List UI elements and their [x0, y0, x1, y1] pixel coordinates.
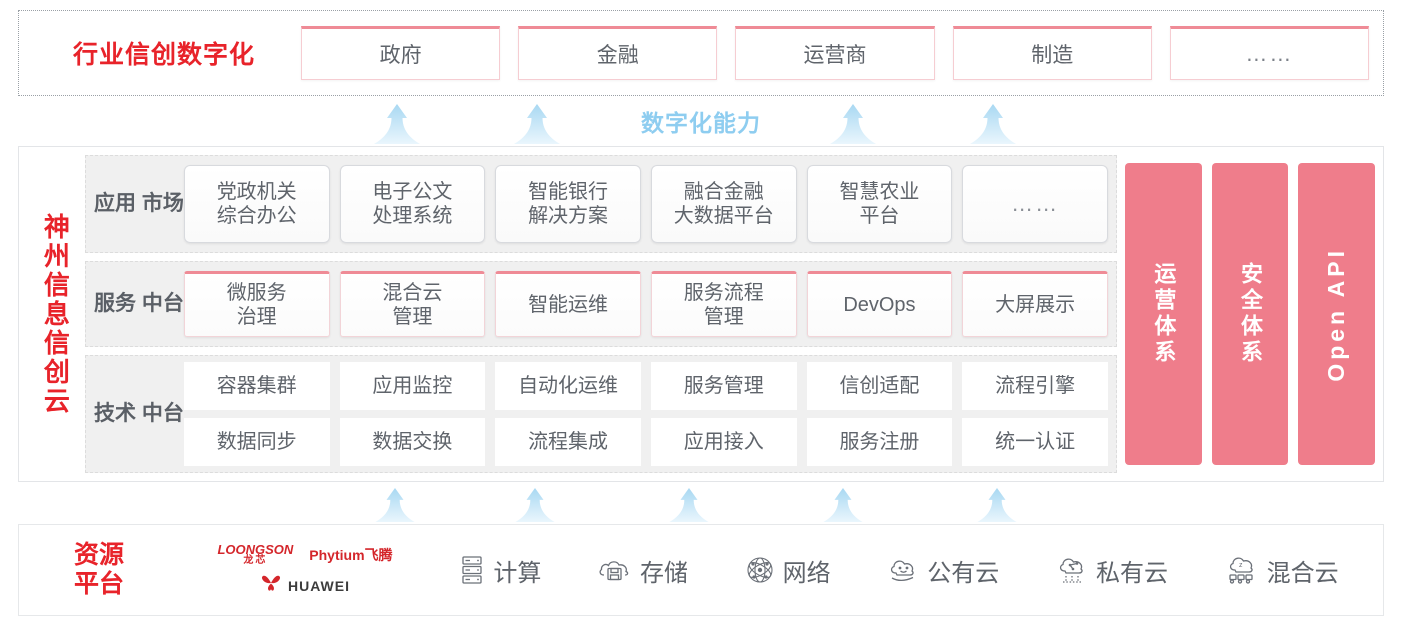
- cloud-layer-list: 应用 市场 党政机关 综合办公 电子公文 处理系统 智能银行 解决方案 融合金融…: [85, 155, 1117, 473]
- pillar-label-open-api: Open API: [1323, 246, 1350, 382]
- phytium-logo: Phytium飞腾: [309, 546, 393, 563]
- cloud-platform-panel: 神州信息信创云 应用 市场 党政机关 综合办公 电子公文 处理系统 智能银行 解…: [18, 146, 1384, 482]
- industry-card-more[interactable]: ……: [1169, 26, 1370, 80]
- resource-item-hybrid-cloud[interactable]: z 混合云: [1225, 553, 1339, 588]
- up-arrow-icon: [514, 104, 560, 144]
- pillar-label-operations: 运营体系: [1151, 262, 1177, 366]
- resource-item-private-cloud[interactable]: 私有云: [1056, 553, 1168, 588]
- capability-arrow-strip: 数字化能力: [18, 98, 1384, 144]
- industry-card-manufacturing[interactable]: 制造: [952, 26, 1152, 80]
- layer-label-app-market: 应用 市场: [94, 191, 184, 215]
- tech-card-container-cluster[interactable]: 容器集群: [183, 362, 330, 410]
- layer-label-tech-platform: 技术 中台: [94, 401, 184, 425]
- svg-text:z: z: [1239, 562, 1243, 569]
- resource-arrow-strip: [18, 484, 1384, 522]
- app-card-edoc-system[interactable]: 电子公文 处理系统: [339, 165, 486, 243]
- service-platform-card-list: 微服务 治理 混合云 管理 智能运维 服务流程 管理 DevOps 大屏展示: [183, 268, 1108, 340]
- tech-card-service-registry[interactable]: 服务注册: [806, 418, 953, 466]
- cloud-storage-icon: [598, 556, 632, 584]
- resource-item-label: 混合云: [1266, 559, 1339, 587]
- app-card-more[interactable]: ……: [962, 165, 1108, 243]
- app-card-smart-bank[interactable]: 智能银行 解决方案: [495, 165, 641, 243]
- huawei-logo-text: HUAWEI: [288, 577, 350, 594]
- resource-item-storage[interactable]: 存储: [598, 553, 688, 588]
- app-card-fintech-bigdata[interactable]: 融合金融 大数据平台: [650, 165, 797, 243]
- tech-card-app-monitoring[interactable]: 应用监控: [339, 362, 486, 410]
- layer-app-market: 应用 市场 党政机关 综合办公 电子公文 处理系统 智能银行 解决方案 融合金融…: [85, 155, 1117, 253]
- network-mesh-icon: [745, 555, 775, 585]
- tech-card-data-sync[interactable]: 数据同步: [183, 418, 330, 466]
- loongson-logo-subtext: 龙芯: [243, 555, 268, 566]
- pillar-open-api[interactable]: Open API: [1298, 163, 1376, 465]
- up-arrow-icon: [668, 488, 710, 522]
- tech-card-app-access[interactable]: 应用接入: [650, 418, 797, 466]
- tech-platform-row: 数据同步 数据交换 流程集成 应用接入 服务注册 统一认证: [183, 418, 1108, 466]
- cloud-pillar-list: 运营体系 安全体系 Open API: [1125, 155, 1376, 473]
- service-card-aiops[interactable]: 智能运维: [495, 271, 641, 337]
- industry-card-finance[interactable]: 金融: [518, 26, 718, 80]
- huawei-flower-icon: [260, 574, 282, 597]
- up-arrow-icon: [374, 488, 416, 522]
- layer-service-platform: 服务 中台 微服务 治理 混合云 管理 智能运维 服务流程 管理 DevOps …: [85, 261, 1117, 347]
- pillar-label-security: 安全体系: [1238, 262, 1263, 366]
- service-card-dashboard[interactable]: 大屏展示: [962, 271, 1108, 337]
- up-arrow-icon: [514, 488, 556, 522]
- industry-band-title: 行业信创数字化: [72, 41, 255, 69]
- service-card-hybrid-cloud-mgmt[interactable]: 混合云 管理: [339, 271, 486, 337]
- resource-item-label: 存储: [639, 559, 688, 587]
- tech-card-data-exchange[interactable]: 数据交换: [339, 418, 486, 466]
- resource-item-label: 公有云: [927, 559, 1000, 587]
- resource-item-network[interactable]: 网络: [745, 553, 831, 588]
- up-arrow-icon: [822, 488, 864, 522]
- layer-tech-platform: 技术 中台 容器集群 应用监控 自动化运维 服务管理 信创适配 流程引擎 数据同…: [85, 355, 1117, 473]
- service-card-service-process-mgmt[interactable]: 服务流程 管理: [650, 271, 797, 337]
- resource-platform-title: 资源 平台: [73, 540, 124, 599]
- resource-item-label: 网络: [782, 559, 831, 587]
- layer-label-service-platform: 服务 中台: [94, 291, 184, 315]
- tech-card-service-mgmt[interactable]: 服务管理: [650, 362, 797, 410]
- pillar-security-system[interactable]: 安全体系: [1211, 163, 1289, 465]
- industry-card-operator[interactable]: 运营商: [735, 26, 935, 80]
- cloud-platform-title: 神州信息信创云: [19, 147, 85, 481]
- resource-item-compute[interactable]: 计算: [459, 553, 541, 588]
- tech-card-xinchuang-adaptation[interactable]: 信创适配: [806, 362, 953, 410]
- industry-card-list: 政府 金融 运营商 制造 ……: [295, 26, 1370, 80]
- private-cloud-icon: [1056, 555, 1088, 585]
- up-arrow-icon: [976, 488, 1018, 522]
- industry-band: 行业信创数字化 政府 金融 运营商 制造 ……: [18, 10, 1384, 96]
- tech-card-unified-auth[interactable]: 统一认证: [962, 418, 1108, 466]
- hybrid-cloud-icon: z: [1225, 555, 1259, 585]
- pillar-operations-system[interactable]: 运营体系: [1125, 163, 1202, 465]
- cloud-platform-body: 应用 市场 党政机关 综合办公 电子公文 处理系统 智能银行 解决方案 融合金融…: [85, 147, 1383, 481]
- public-cloud-icon: [887, 556, 919, 584]
- resource-item-label: 私有云: [1095, 559, 1168, 587]
- resource-item-list: 计算 存储: [431, 553, 1383, 588]
- cloud-platform-title-text: 神州信息信创云: [40, 212, 71, 416]
- resource-platform-panel: 资源 平台 LOONGSON 龙芯 Phytium飞腾 HUAWEI: [18, 524, 1384, 616]
- app-card-gov-office[interactable]: 党政机关 综合办公: [183, 165, 330, 243]
- service-card-microservice-governance[interactable]: 微服务 治理: [183, 271, 330, 337]
- loongson-logo: LOONGSON 龙芯: [217, 543, 293, 566]
- tech-platform-grid: 容器集群 应用监控 自动化运维 服务管理 信创适配 流程引擎 数据同步 数据交换…: [183, 362, 1108, 466]
- tech-platform-row: 容器集群 应用监控 自动化运维 服务管理 信创适配 流程引擎: [183, 362, 1108, 410]
- tech-card-process-integration[interactable]: 流程集成: [495, 418, 641, 466]
- resource-item-label: 计算: [493, 559, 542, 587]
- service-card-devops[interactable]: DevOps: [806, 271, 953, 337]
- server-icon: [459, 555, 485, 585]
- app-card-smart-agriculture[interactable]: 智慧农业 平台: [806, 165, 953, 243]
- tech-card-process-engine[interactable]: 流程引擎: [962, 362, 1108, 410]
- vendor-logo-list: LOONGSON 龙芯 Phytium飞腾 HUAWEI: [179, 543, 431, 597]
- loongson-logo-text: LOONGSON: [217, 542, 294, 557]
- capability-label: 数字化能力: [641, 110, 761, 136]
- up-arrow-icon: [970, 104, 1016, 144]
- tech-card-automated-ops[interactable]: 自动化运维: [495, 362, 641, 410]
- resource-item-public-cloud[interactable]: 公有云: [887, 553, 999, 588]
- app-market-card-list: 党政机关 综合办公 电子公文 处理系统 智能银行 解决方案 融合金融 大数据平台…: [183, 162, 1108, 246]
- up-arrow-icon: [830, 104, 876, 144]
- huawei-logo: HUAWEI: [260, 574, 350, 597]
- up-arrow-icon: [374, 104, 420, 144]
- vendor-logo-row: LOONGSON 龙芯 Phytium飞腾: [217, 543, 392, 566]
- industry-card-government[interactable]: 政府: [301, 26, 501, 80]
